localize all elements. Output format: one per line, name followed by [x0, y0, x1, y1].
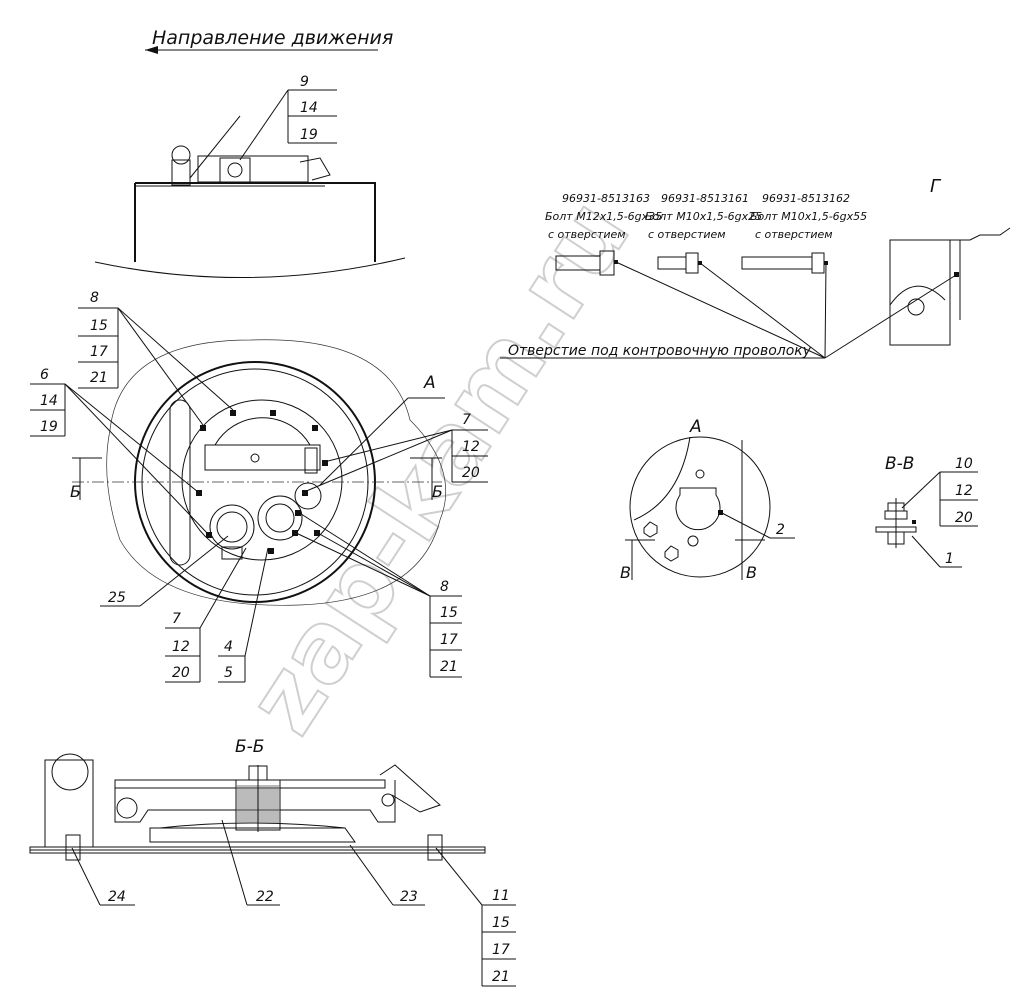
bolts-row: 96931-8513163 Болт М12х1,5-6gх35 с отвер… [500, 192, 957, 359]
side-view-top [94, 115, 406, 279]
wire-hole-label: Отверстие под контровочную проволоку [508, 343, 812, 359]
label-14b: 14 [40, 393, 58, 409]
label-25-callout: 25 [100, 535, 229, 607]
label-1: 1 [945, 551, 954, 567]
label-25: 25 [108, 590, 126, 606]
section-bb-title: Б-Б [235, 737, 264, 757]
bolt-2-head [685, 252, 699, 274]
label-21c: 21 [492, 969, 510, 985]
direction-indicator: Направление движения [145, 27, 393, 54]
label-20b: 20 [172, 665, 190, 681]
bolt-3-shank [741, 256, 813, 270]
bolt-1-code: 96931-8513163 [562, 192, 650, 205]
bolt-3-head [811, 252, 825, 274]
label-stack-right-7: 7 12 20 [303, 412, 488, 493]
label-17b: 17 [440, 632, 458, 648]
bolt-2-code: 96931-8513161 [661, 192, 749, 205]
detail-view-g: Г [889, 176, 1011, 346]
label-19: 19 [300, 127, 318, 143]
label-24: 24 [108, 889, 126, 905]
mark-b-left: Б [70, 482, 81, 501]
label-15c: 15 [492, 915, 510, 931]
arrow-left-icon [145, 46, 158, 54]
label-8b: 8 [440, 579, 449, 595]
detail-a-title: А [689, 417, 702, 437]
bolt-3-code: 96931-8513162 [762, 192, 850, 205]
bolt-3-note: с отверстием [755, 228, 833, 241]
mark-v-left: В [620, 563, 631, 582]
label-11: 11 [492, 888, 510, 904]
mark-v-right: В [746, 563, 757, 582]
label-stack-left-6: 6 14 19 [30, 367, 209, 535]
label-9: 9 [300, 74, 309, 90]
label-stack-right-8: 8 15 17 21 [293, 511, 462, 678]
label-17a: 17 [90, 344, 108, 360]
view-a-marker: А [423, 373, 436, 393]
label-10: 10 [955, 456, 973, 472]
label-5: 5 [224, 665, 233, 681]
bolt-3-spec: Болт М10х1,5-6gх55 [750, 210, 867, 223]
label-stack-bottom: 7 12 20 4 5 [165, 547, 269, 683]
bolt-2-shank [657, 256, 687, 270]
bolt-2-spec: Болт М10х1,5-6gх25 [645, 210, 762, 223]
label-14: 14 [300, 100, 318, 116]
label-12a: 12 [462, 439, 480, 455]
label-21b: 21 [440, 659, 458, 675]
view-a-callout: А [319, 373, 445, 486]
label-8a: 8 [90, 290, 99, 306]
section-vv: В-В 10 12 20 1 [875, 454, 978, 568]
view-g-title: Г [930, 176, 942, 197]
label-15b: 15 [440, 605, 458, 621]
section-marks-b: Б Б [70, 457, 443, 501]
label-20c: 20 [955, 510, 973, 526]
plan-view-main [72, 339, 447, 606]
section-bb: Б-Б 24 22 23 11 15 17 21 [29, 737, 516, 987]
label-12b: 12 [172, 639, 190, 655]
label-19b: 19 [40, 419, 58, 435]
label-7a: 7 [462, 412, 471, 428]
label-6: 6 [40, 367, 49, 383]
label-20a: 20 [462, 465, 480, 481]
direction-label: Направление движения [152, 27, 393, 49]
label-2: 2 [776, 522, 785, 538]
label-stack-left-8: 8 15 17 21 [78, 290, 234, 426]
label-12c: 12 [955, 483, 973, 499]
watermark: zap-kam.ru [225, 180, 651, 753]
label-4: 4 [224, 639, 233, 655]
mark-b-right: Б [432, 482, 443, 501]
section-vv-title: В-В [885, 454, 914, 474]
detail-view-a: А 2 В В [620, 417, 795, 582]
label-17c: 17 [492, 942, 510, 958]
bolt-1-spec: Болт М12х1,5-6gх35 [545, 210, 662, 223]
label-22: 22 [256, 889, 274, 905]
bolt-1-note: с отверстием [548, 228, 626, 241]
label-23: 23 [400, 889, 418, 905]
bolt-2-note: с отверстием [648, 228, 726, 241]
label-7b: 7 [172, 611, 181, 627]
label-15a: 15 [90, 318, 108, 334]
label-stack-top: 9 14 19 [239, 74, 337, 161]
label-21a: 21 [90, 370, 108, 386]
